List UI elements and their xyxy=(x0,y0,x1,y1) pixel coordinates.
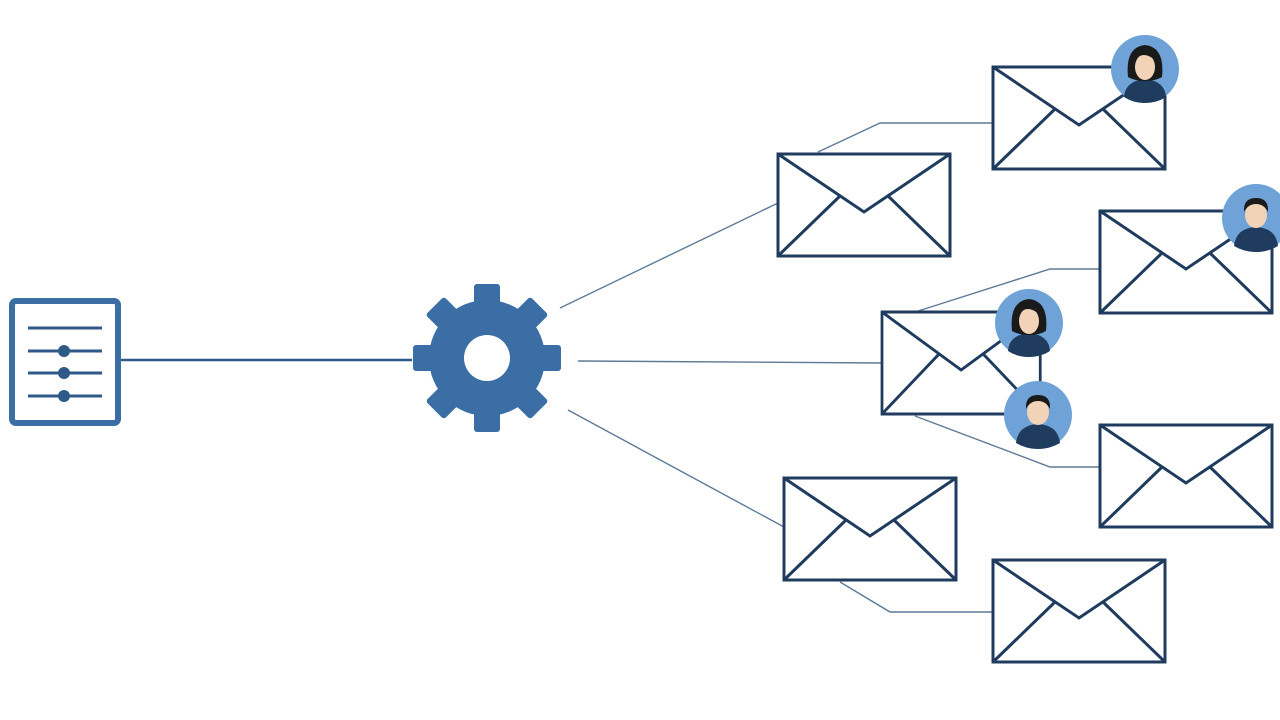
connector-gear-to-email-6 xyxy=(567,409,785,528)
connector-email-5-to-email-3 xyxy=(914,268,1100,313)
email-envelope-8 xyxy=(991,558,1167,664)
envelope-icon xyxy=(782,476,958,582)
female-avatar-icon xyxy=(995,289,1063,357)
envelope-icon xyxy=(1098,423,1274,529)
email-envelope-7 xyxy=(1098,423,1274,529)
gear-icon xyxy=(413,284,561,432)
connector-email-6-to-email-8 xyxy=(839,581,993,613)
connector-email-2-to-email-1 xyxy=(817,122,992,153)
settings-list-icon xyxy=(9,298,121,426)
email-envelope-6 xyxy=(782,476,958,582)
connector-gear-to-email-2 xyxy=(559,202,779,309)
male-avatar-icon xyxy=(1004,381,1072,449)
envelope-icon xyxy=(776,152,952,258)
female-avatar-icon xyxy=(1111,35,1179,103)
connector-gear-to-email-5 xyxy=(577,360,883,364)
email-envelope-2 xyxy=(776,152,952,258)
envelope-icon xyxy=(991,558,1167,664)
connector-email-5-to-email-7 xyxy=(914,415,1100,468)
connectors xyxy=(120,122,1100,613)
